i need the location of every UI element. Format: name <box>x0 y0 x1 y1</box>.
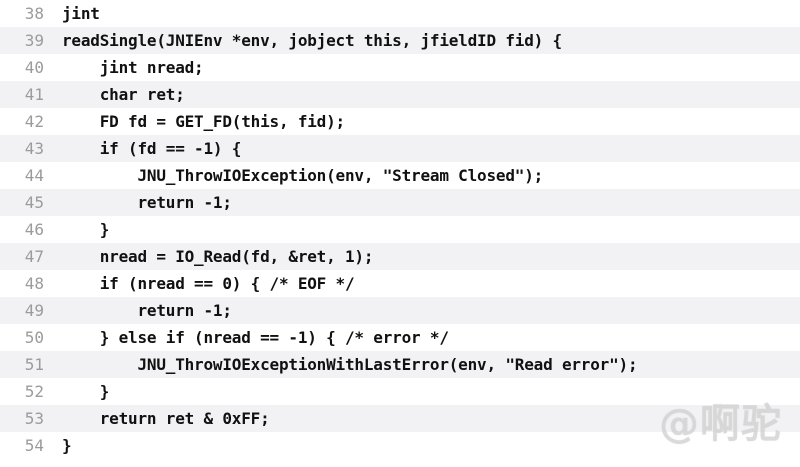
code-text: FD fd = GET_FD(this, fid); <box>62 112 345 131</box>
code-line: 45 return -1; <box>0 189 800 216</box>
code-line: 43 if (fd == -1) { <box>0 135 800 162</box>
line-number: 42 <box>24 112 44 131</box>
code-text: if (nread == 0) { /* EOF */ <box>62 274 355 293</box>
code-text: return -1; <box>62 301 232 320</box>
line-number: 43 <box>24 139 44 158</box>
code-text: JNU_ThrowIOExceptionWithLastError(env, "… <box>62 355 638 374</box>
code-text: } <box>62 382 110 401</box>
code-line: 52 } <box>0 378 800 405</box>
code-line: 44 JNU_ThrowIOException(env, "Stream Clo… <box>0 162 800 189</box>
line-number: 39 <box>24 31 44 50</box>
code-text: JNU_ThrowIOException(env, "Stream Closed… <box>62 166 544 185</box>
code-line: 40 jint nread; <box>0 54 800 81</box>
code-line: 46 } <box>0 216 800 243</box>
line-number: 50 <box>24 328 44 347</box>
code-text: } <box>62 220 110 239</box>
line-number: 52 <box>24 382 44 401</box>
line-number: 46 <box>24 220 44 239</box>
code-text: readSingle(JNIEnv *env, jobject this, jf… <box>62 31 562 50</box>
code-text: char ret; <box>62 85 185 104</box>
line-number: 38 <box>24 4 44 23</box>
code-text: jint nread; <box>62 58 204 77</box>
code-text: nread = IO_Read(fd, &ret, 1); <box>62 247 374 266</box>
line-number: 44 <box>24 166 44 185</box>
line-number: 41 <box>24 85 44 104</box>
line-number: 49 <box>24 301 44 320</box>
code-line: 48 if (nread == 0) { /* EOF */ <box>0 270 800 297</box>
line-number: 53 <box>24 409 44 428</box>
code-line: 41 char ret; <box>0 81 800 108</box>
line-number: 47 <box>24 247 44 266</box>
code-text: jint <box>62 4 100 23</box>
line-number: 40 <box>24 58 44 77</box>
line-number: 48 <box>24 274 44 293</box>
watermark: @啊驼 <box>659 401 782 447</box>
code-line: 38 jint <box>0 0 800 27</box>
code-line: 54} <box>0 432 800 459</box>
code-line: 47 nread = IO_Read(fd, &ret, 1); <box>0 243 800 270</box>
code-text: return -1; <box>62 193 232 212</box>
code-text: } else if (nread == -1) { /* error */ <box>62 328 449 347</box>
code-text: } <box>62 436 72 455</box>
line-number: 54 <box>24 436 44 455</box>
code-line: 42 FD fd = GET_FD(this, fid); <box>0 108 800 135</box>
code-line: 49 return -1; <box>0 297 800 324</box>
code-line: 39 readSingle(JNIEnv *env, jobject this, … <box>0 27 800 54</box>
code-text: return ret & 0xFF; <box>62 409 270 428</box>
line-number: 45 <box>24 193 44 212</box>
code-line: 50 } else if (nread == -1) { /* error */ <box>0 324 800 351</box>
code-line: 51 JNU_ThrowIOExceptionWithLastError(env… <box>0 351 800 378</box>
code-text: if (fd == -1) { <box>62 139 242 158</box>
code-line: 53 return ret & 0xFF; <box>0 405 800 432</box>
line-number: 51 <box>24 355 44 374</box>
